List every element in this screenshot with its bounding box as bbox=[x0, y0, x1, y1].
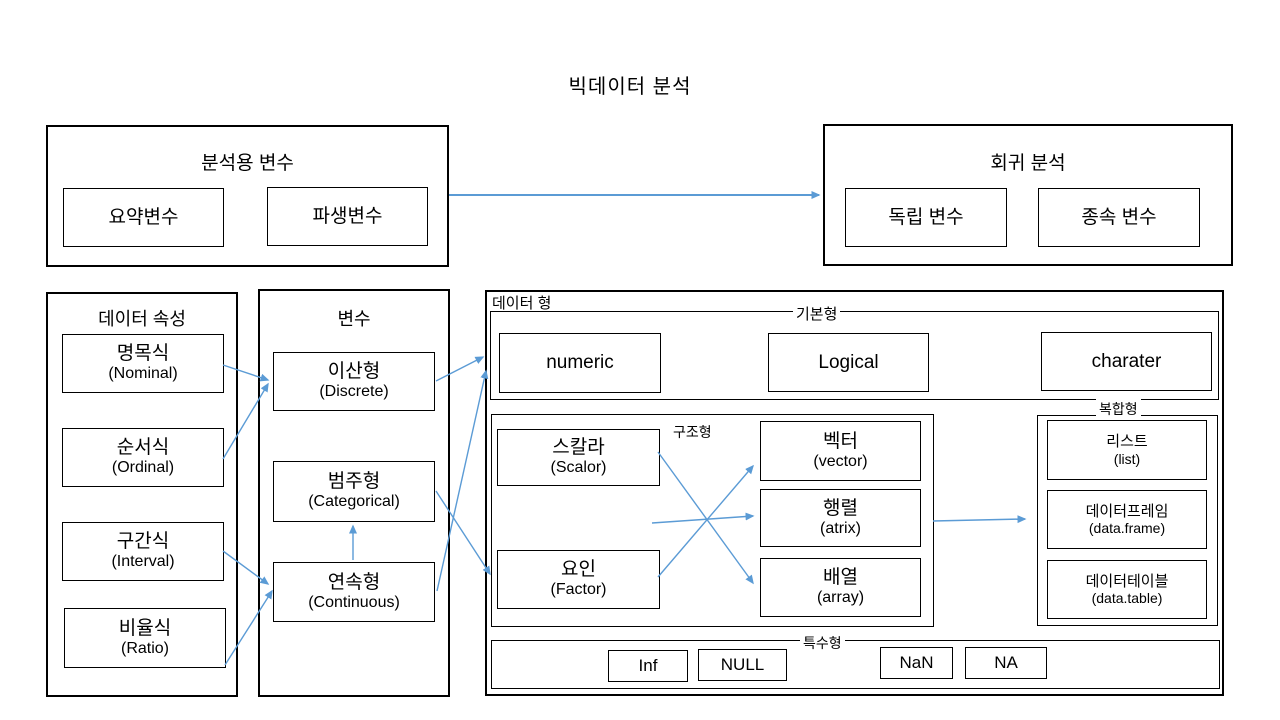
node-dependent-variable: 종속 변수 bbox=[1038, 188, 1200, 247]
node-numeric-label: numeric bbox=[546, 352, 614, 374]
group-structured-types-label: 구조형 bbox=[673, 424, 712, 440]
node-continuous-en: (Continuous) bbox=[308, 593, 400, 611]
node-continuous: 연속형 (Continuous) bbox=[273, 562, 435, 622]
group-special-types: 특수형 Inf NULL NaN NA bbox=[491, 633, 1220, 689]
node-ratio-ko: 비율식 bbox=[118, 617, 172, 639]
group-data-attributes: 데이터 속성 명목식 (Nominal) 순서식 (Ordinal) 구간식 (… bbox=[46, 292, 238, 697]
group-analysis-variables: 분석용 변수 요약변수 파생변수 bbox=[46, 125, 449, 267]
node-numeric: numeric bbox=[499, 333, 661, 393]
node-ordinal: 순서식 (Ordinal) bbox=[62, 428, 224, 487]
group-variables: 변수 이산형 (Discrete) 범주형 (Categorical) 연속형 … bbox=[258, 289, 450, 697]
node-array-en: (array) bbox=[816, 589, 865, 607]
node-datatable-ko: 데이터테이블 bbox=[1085, 572, 1169, 590]
node-nominal-ko: 명목식 bbox=[116, 343, 170, 365]
node-character: charater bbox=[1041, 332, 1212, 391]
node-vector-en: (vector) bbox=[813, 452, 868, 470]
group-basic-types-label: 기본형 bbox=[793, 303, 841, 324]
group-variables-label: 변수 bbox=[337, 309, 371, 329]
node-character-label: charater bbox=[1091, 350, 1162, 372]
node-scalar-ko: 스칼라 bbox=[552, 437, 605, 459]
node-inf: Inf bbox=[608, 650, 688, 682]
node-categorical: 범주형 (Categorical) bbox=[273, 461, 435, 522]
node-interval-ko: 구간식 bbox=[116, 531, 170, 553]
node-nominal: 명목식 (Nominal) bbox=[62, 334, 224, 393]
node-ordinal-en: (Ordinal) bbox=[111, 459, 175, 477]
node-array-ko: 배열 bbox=[823, 567, 858, 589]
node-dataframe: 데이터프레임 (data.frame) bbox=[1047, 490, 1207, 549]
node-discrete: 이산형 (Discrete) bbox=[273, 352, 435, 411]
node-matrix-ko: 행렬 bbox=[823, 497, 858, 519]
group-composite-types-label: 복합형 bbox=[1096, 399, 1141, 419]
node-null: NULL bbox=[698, 649, 787, 681]
node-vector: 벡터 (vector) bbox=[760, 421, 921, 481]
node-factor: 요인 (Factor) bbox=[497, 550, 660, 609]
node-datatable: 데이터테이블 (data.table) bbox=[1047, 560, 1207, 619]
node-ratio: 비율식 (Ratio) bbox=[64, 608, 226, 668]
group-basic-types: 기본형 numeric Logical charater bbox=[490, 303, 1219, 400]
node-list-ko: 리스트 bbox=[1106, 433, 1148, 451]
node-interval: 구간식 (Interval) bbox=[62, 522, 224, 581]
node-array: 배열 (array) bbox=[760, 558, 921, 617]
node-scalar: 스칼라 (Scalor) bbox=[497, 429, 660, 486]
node-logical: Logical bbox=[768, 333, 929, 392]
group-special-types-label: 특수형 bbox=[800, 633, 845, 653]
node-dependent-variable-label: 종속 변수 bbox=[1081, 206, 1157, 228]
node-logical-label: Logical bbox=[818, 351, 879, 373]
node-na: NA bbox=[965, 647, 1047, 679]
group-data-attributes-label: 데이터 속성 bbox=[98, 309, 186, 329]
node-independent-variable: 독립 변수 bbox=[845, 188, 1007, 247]
node-nan-label: NaN bbox=[899, 653, 934, 672]
node-summary-variable-label: 요약변수 bbox=[108, 206, 179, 228]
node-dataframe-ko: 데이터프레임 bbox=[1085, 502, 1169, 520]
node-ratio-en: (Ratio) bbox=[120, 639, 169, 657]
node-summary-variable: 요약변수 bbox=[63, 188, 224, 247]
node-nan: NaN bbox=[880, 647, 953, 679]
node-null-label: NULL bbox=[720, 655, 765, 674]
node-na-label: NA bbox=[994, 653, 1018, 672]
node-categorical-ko: 범주형 bbox=[327, 471, 381, 493]
node-matrix: 행렬 (atrix) bbox=[760, 489, 921, 547]
group-regression: 회귀 분석 독립 변수 종속 변수 bbox=[823, 124, 1233, 266]
node-nominal-en: (Nominal) bbox=[108, 365, 178, 383]
node-scalar-en: (Scalor) bbox=[550, 459, 607, 477]
group-data-types: 데이터 형 기본형 numeric Logical charater 구조형 스… bbox=[485, 290, 1224, 696]
node-discrete-ko: 이산형 bbox=[327, 361, 381, 383]
node-inf-label: Inf bbox=[638, 656, 658, 675]
node-derived-variable-label: 파생변수 bbox=[312, 205, 383, 227]
node-list-en: (list) bbox=[1113, 450, 1141, 467]
node-datatable-en: (data.table) bbox=[1091, 590, 1163, 607]
node-matrix-en: (atrix) bbox=[820, 519, 861, 537]
node-factor-en: (Factor) bbox=[550, 581, 607, 599]
node-continuous-ko: 연속형 bbox=[327, 571, 381, 593]
group-composite-types: 복합형 리스트 (list) 데이터프레임 (data.frame) 데이터테이… bbox=[1037, 399, 1218, 626]
group-regression-label: 회귀 분석 bbox=[990, 153, 1066, 174]
diagram-title: 빅데이터 분석 bbox=[568, 76, 692, 98]
node-independent-variable-label: 독립 변수 bbox=[888, 206, 964, 228]
node-list: 리스트 (list) bbox=[1047, 420, 1207, 480]
node-factor-ko: 요인 bbox=[561, 559, 596, 581]
node-derived-variable: 파생변수 bbox=[267, 187, 428, 246]
node-categorical-en: (Categorical) bbox=[308, 493, 400, 511]
group-structured-types: 구조형 스칼라 (Scalor) 요인 (Factor) 벡터 (vector)… bbox=[491, 414, 934, 627]
group-data-types-label: 데이터 형 bbox=[492, 295, 552, 312]
node-ordinal-ko: 순서식 bbox=[116, 437, 170, 459]
node-vector-ko: 벡터 bbox=[823, 430, 858, 452]
group-analysis-variables-label: 분석용 변수 bbox=[201, 153, 294, 174]
node-discrete-en: (Discrete) bbox=[319, 383, 389, 401]
node-interval-en: (Interval) bbox=[111, 553, 175, 571]
node-dataframe-en: (data.frame) bbox=[1088, 520, 1166, 537]
